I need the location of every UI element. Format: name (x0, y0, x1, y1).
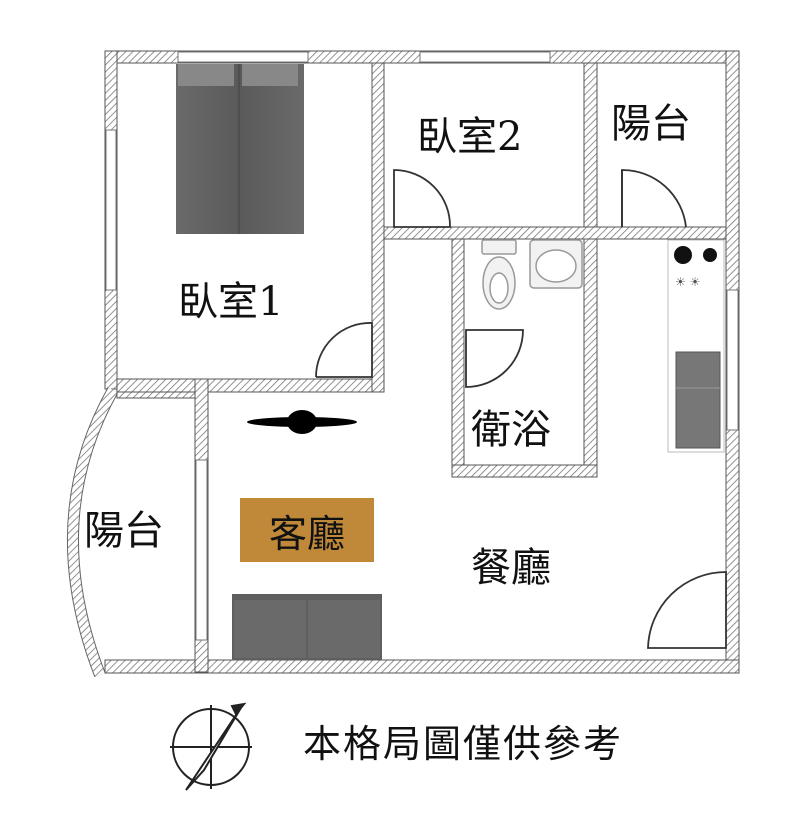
windows (105, 51, 739, 641)
bed-icon (176, 64, 304, 234)
reference-note: 本格局圖僅供參考 (303, 722, 624, 766)
svg-text:☀ ☀: ☀ ☀ (675, 275, 700, 289)
room-label-bedroom2: 臥室2 (417, 114, 523, 160)
kitchen-sink-icon (675, 351, 721, 449)
room-label-bedroom1: 臥室1 (178, 279, 284, 325)
room-label-balcony-top: 陽台 (611, 101, 691, 147)
kitchen-counter: ☀ ☀ (667, 239, 725, 453)
walls (104, 50, 740, 674)
sofa-icon (232, 594, 382, 660)
toilet-icon (481, 239, 517, 310)
stove-icon (674, 246, 692, 264)
balcony-left-curve (66, 387, 196, 678)
sink-icon (529, 239, 583, 289)
doors (315, 169, 727, 649)
compass-icon (170, 702, 252, 791)
room-label-living: 客廳 (240, 498, 374, 562)
room-label-dining: 餐廳 (471, 545, 551, 591)
ceiling-fan-icon (247, 410, 357, 434)
room-label-bathroom: 衛浴 (471, 407, 551, 453)
room-label-balcony-left: 陽台 (84, 508, 164, 554)
